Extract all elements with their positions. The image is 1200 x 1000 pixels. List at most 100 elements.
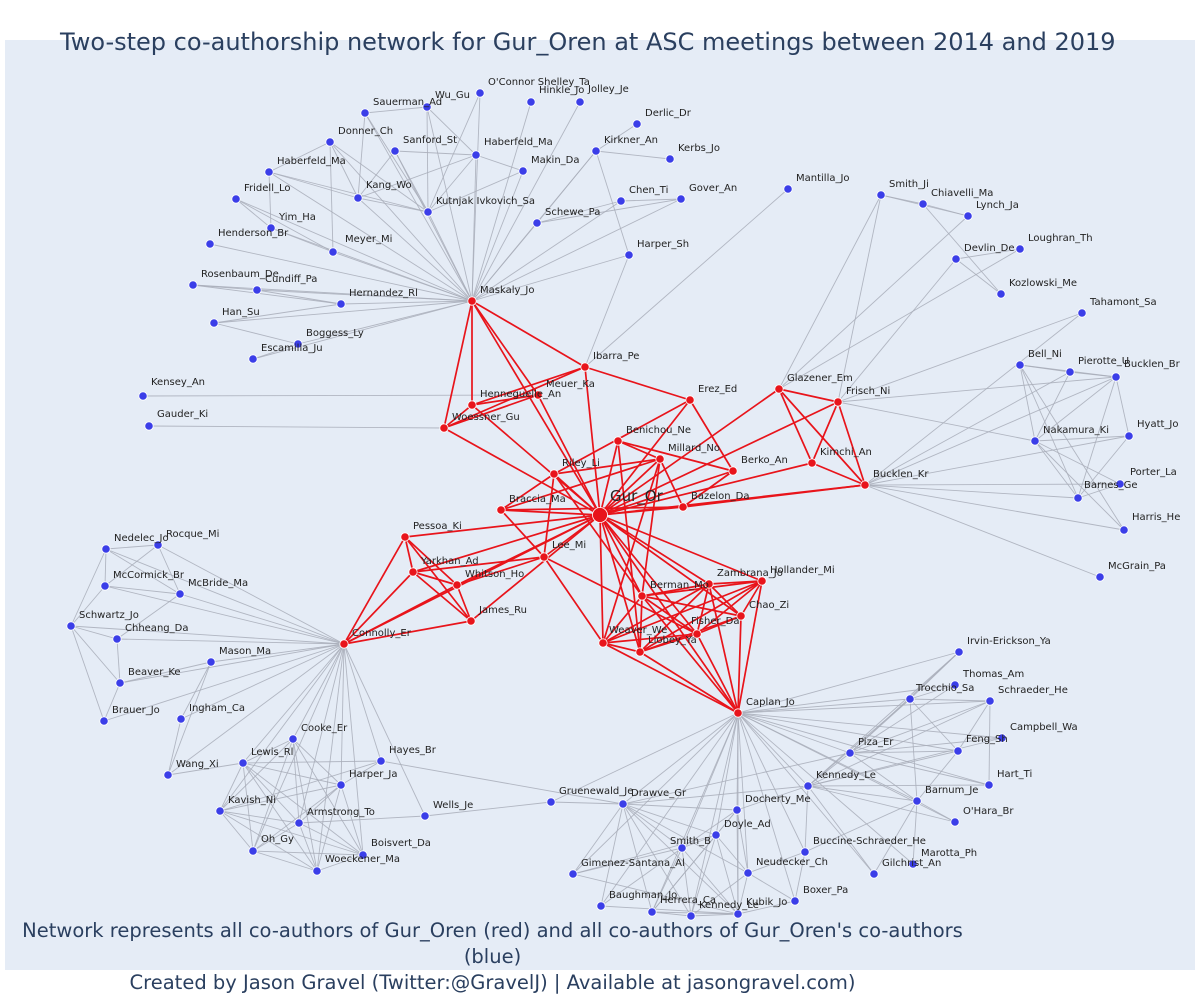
edge-grey [1034,371,1071,442]
edge-red [682,484,866,508]
edge-grey [807,784,990,787]
label-baughman-jo: Baughman_Jo [609,890,677,901]
edge-grey [70,625,121,684]
edge-red [639,580,763,653]
edge-grey [651,809,738,913]
edge-red [602,642,739,714]
node-braccia-ma [496,505,506,515]
label-han-su: Han_Su [222,307,260,318]
node-meuer-ka [533,390,543,400]
edge-red [471,394,539,406]
edge-red [602,458,661,644]
edge-grey [119,643,345,684]
edge-grey [105,544,159,550]
label-zambrana-jo: Zambrana_Jo [717,568,783,579]
edge-grey [849,700,991,754]
label-jolley-je: Jolley_Je [587,84,629,95]
label-berman-mo: Berman_Mo [650,580,709,591]
edge-red [599,399,691,516]
node-hart-ti [984,780,994,790]
edge-grey [427,92,481,213]
node-barnes-ge [1073,493,1083,503]
edge-red [443,366,586,429]
label-schewe-pa: Schewe_Pa [545,207,600,218]
edge-grey [235,198,473,302]
edge-grey [219,738,294,812]
node-hollander-mi [757,576,767,586]
node-campbell-wa [997,733,1007,743]
node-harris-he [1119,525,1129,535]
edge-grey [849,752,918,802]
label-campbell-wa: Campbell_Wa [1010,722,1078,733]
edge-grey [737,712,959,752]
node-berko-an [728,466,738,476]
edge-grey [736,809,749,874]
label-drawve-gr: Drawve_Gr [631,788,687,799]
edge-grey [807,651,960,787]
edge-grey [357,154,477,199]
node-piza-er [845,748,855,758]
node-kirkner-an [591,146,601,156]
edge-red [599,462,813,516]
node-chheang-da [112,634,122,644]
edge-grey [316,643,345,872]
edge-grey [104,585,181,595]
edge-grey [864,312,1083,486]
label-chao-zi: Chao_Zi [749,600,789,611]
label-glazener-em: Glazener_Em [787,373,853,384]
chart-title: Two-step co-authorship network for Gur_O… [60,28,1116,56]
label-caplan-jo: Caplan_Jo [746,697,795,708]
edge-red [412,571,472,622]
label-lynch-ja: Lynch_Ja [976,200,1019,211]
edge-red [737,580,763,714]
edge-grey [778,194,882,390]
edge-grey [471,198,682,302]
edge-red [412,556,545,573]
edge-red [659,458,684,508]
node-makin-da [518,166,528,176]
edge-red [641,458,661,597]
edge-grey [1115,376,1130,437]
node-erez-ed [685,395,695,405]
edge-grey [213,303,342,324]
edge-grey [475,154,524,172]
edge-grey [681,847,692,917]
node-berman-mo [637,591,647,601]
label-chen-ti: Chen_Ti [629,185,668,196]
edge-grey [737,712,796,902]
node-hernandez-rl [336,299,346,309]
node-hinkle-jo [526,97,536,107]
edge-grey [737,700,991,714]
edge-red [456,556,545,586]
edge-grey [70,625,345,645]
label-nedelec-jo: Nedelec_Jo [114,533,169,544]
node-schwartz-jo [66,621,76,631]
edge-grey [157,544,345,645]
label-schwartz-jo: Schwartz_Jo [79,610,139,621]
edge-grey [213,322,299,345]
edge-red [778,388,813,464]
node-armstrong-to [294,818,304,828]
edge-grey [807,752,851,787]
edge-grey [357,112,366,199]
edge-grey [252,850,364,856]
node-brauer-jo [99,716,109,726]
edge-grey [426,106,477,156]
edge-grey [242,760,382,764]
edge-grey [849,737,1003,754]
edge-grey [242,738,294,764]
label-chiavelli-ma: Chiavelli_Ma [931,188,993,199]
edge-grey [167,661,212,776]
node-gruenewald-je [546,797,556,807]
edge-grey [690,872,749,917]
label-kennedy-le: Kennedy_Le [816,770,876,781]
label-neudecker-ch: Neudecker_Ch [756,857,828,868]
label-gimenez-santana-al: Gimenez-Santana_Al [581,858,685,869]
label-henderson-br: Henderson_Br [218,228,289,239]
label-kensey-an: Kensey_An [151,377,205,388]
label-derlic-dr: Derlic_Dr [645,108,692,119]
edge-grey [209,243,473,302]
node-james-ru [466,616,476,626]
edge-grey [298,643,345,824]
node-fisher-da [692,629,702,639]
